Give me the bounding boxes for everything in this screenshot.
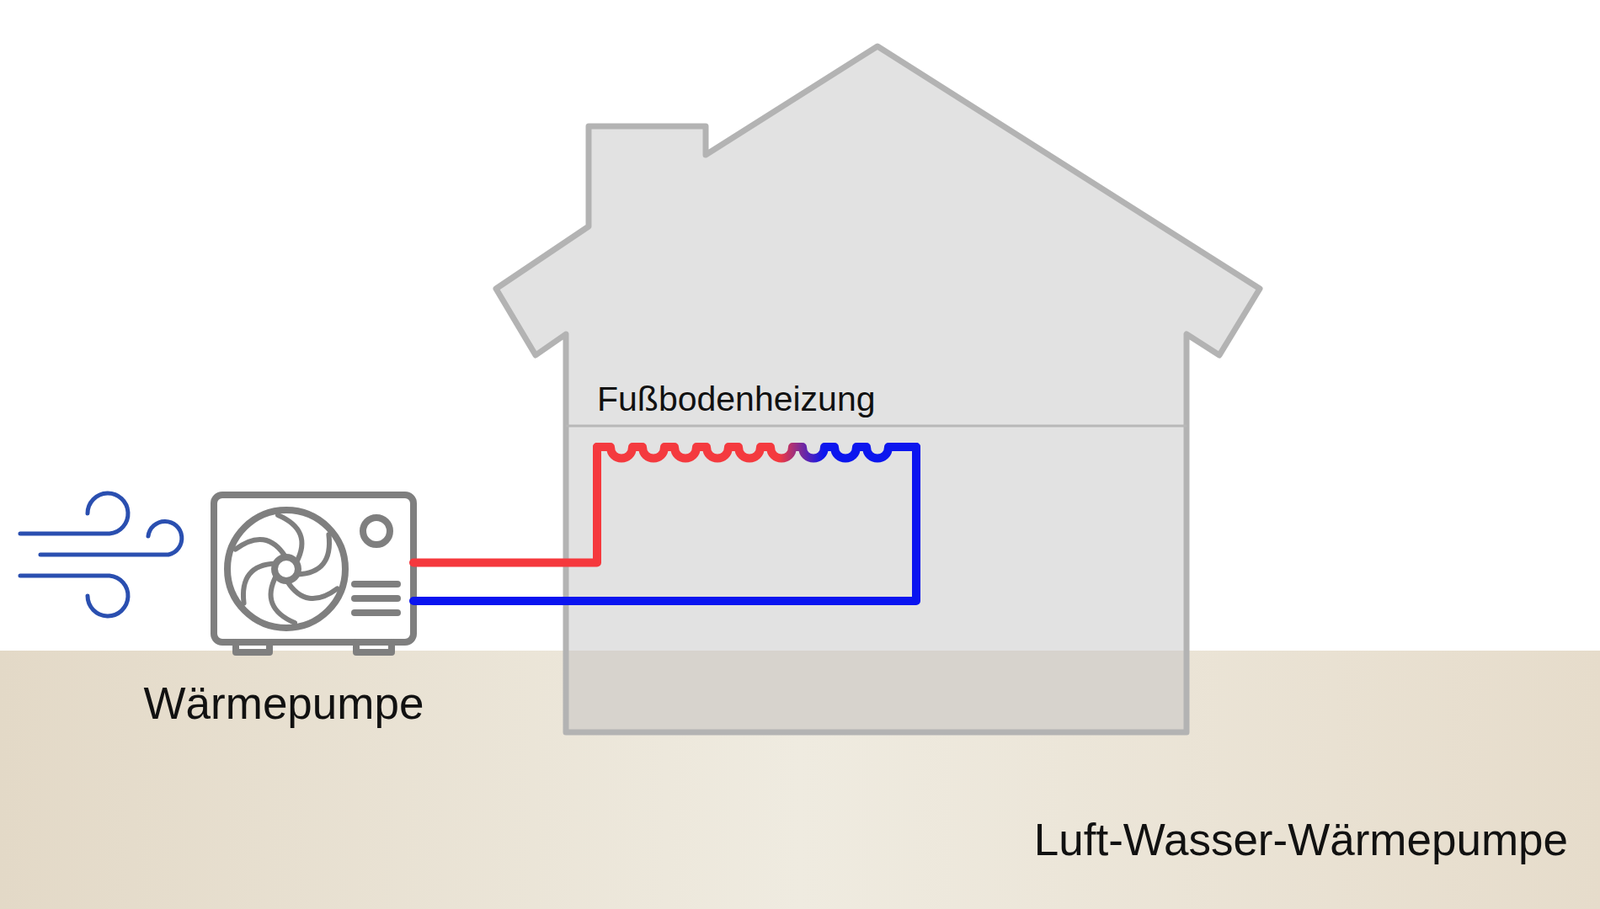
floor-heating-node: Fußbodenheizung xyxy=(597,440,917,470)
floor-heating-coil xyxy=(597,440,917,470)
heat-pump-node: Wärmepumpe xyxy=(213,495,414,643)
ground xyxy=(0,650,1600,909)
pipe-connector xyxy=(413,447,917,602)
floor-line xyxy=(565,425,1187,428)
wind-symbol xyxy=(20,493,182,617)
diagram-caption-label: Luft-Wasser-Wärmepumpe xyxy=(1034,815,1568,867)
coil-pipe xyxy=(597,447,917,459)
house-outline xyxy=(496,46,1260,733)
heat-pump-unit xyxy=(213,495,414,653)
node-label: Fußbodenheizung xyxy=(597,379,876,420)
pipe-connector xyxy=(413,447,598,564)
house-fill xyxy=(496,46,1260,733)
basement-shade xyxy=(565,650,1187,733)
node-label: Wärmepumpe xyxy=(144,678,425,731)
